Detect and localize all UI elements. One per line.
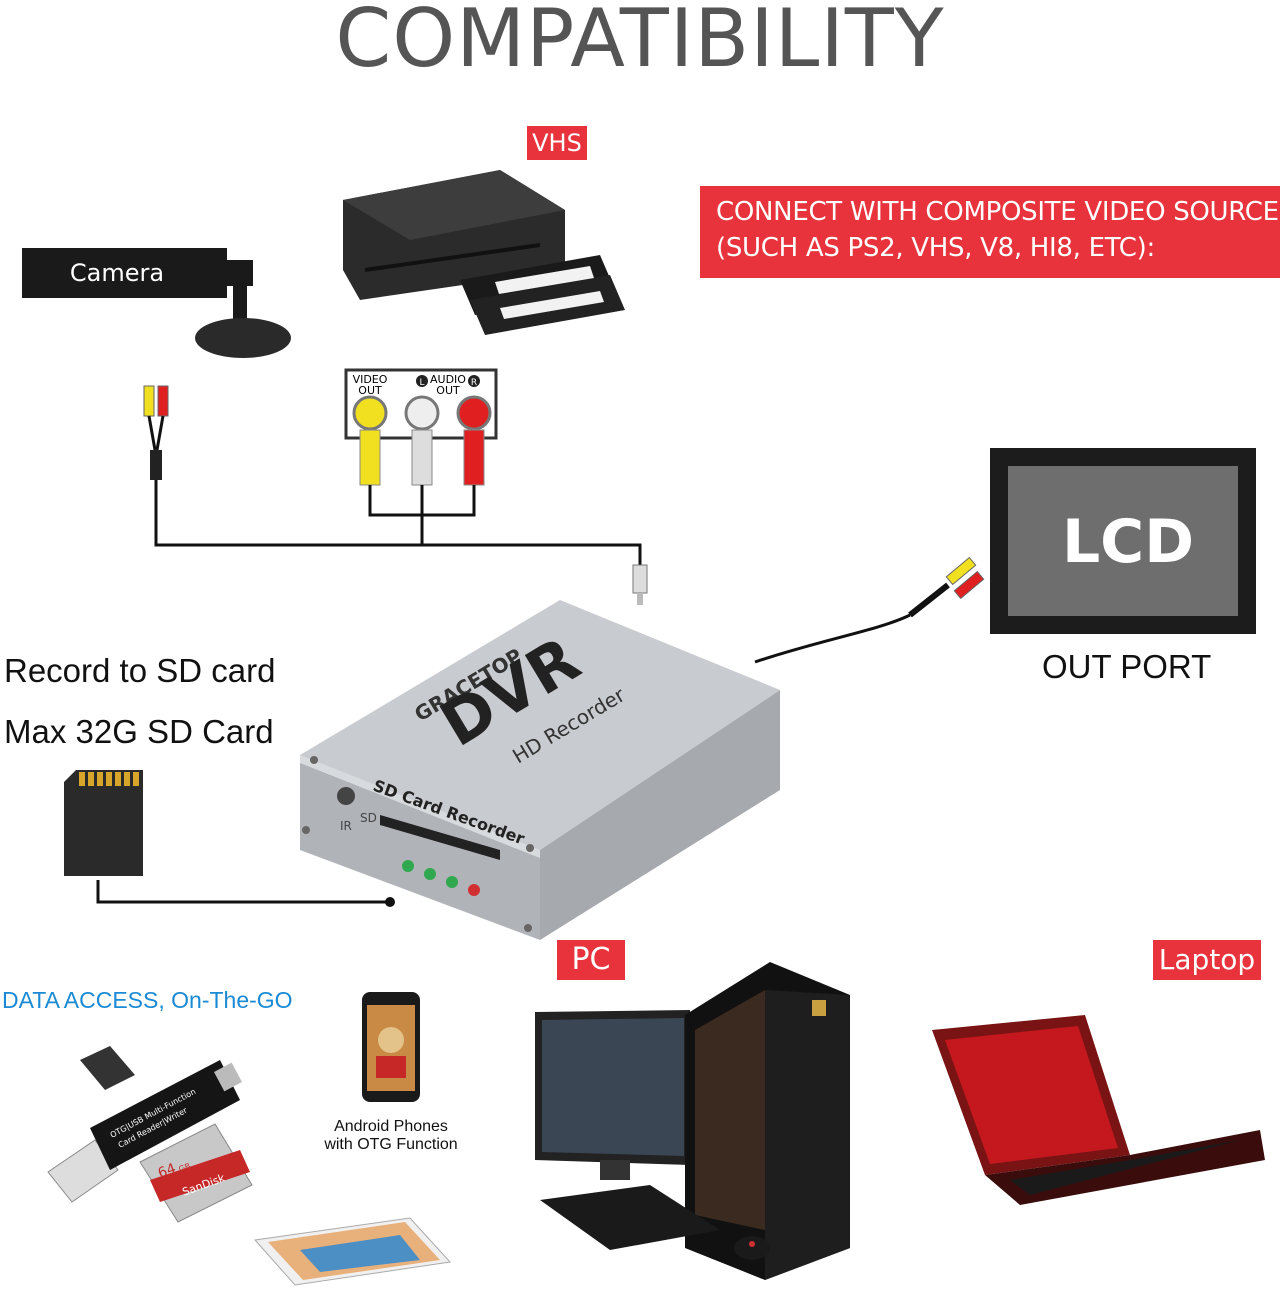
left-channel-label: L — [419, 378, 424, 388]
android-phone-icon — [362, 992, 420, 1102]
pc-icon — [535, 962, 850, 1280]
dvr-device-icon: GRACETOP DVR HD Recorder SD Card Recorde… — [300, 600, 780, 940]
record-to-sd-label: Record to SD card — [4, 652, 276, 689]
camera-label: Camera — [70, 259, 164, 287]
android-phones-caption: Android Phones with OTG Function — [300, 1118, 482, 1154]
laptop-icon — [932, 1015, 1265, 1205]
output-rca-cable — [754, 556, 985, 664]
card-unit-label: GB — [178, 1161, 192, 1173]
lcd-label: LCD — [1062, 507, 1194, 577]
vhs-tag: VHS — [527, 126, 587, 160]
video-out-label: VIDEO — [353, 373, 388, 386]
sd-label: SD — [360, 811, 377, 825]
right-channel-label: R — [471, 378, 477, 388]
camera-rca-cable — [143, 385, 648, 605]
card-size-label: 64 — [156, 1161, 178, 1182]
pc-tag: PC — [557, 940, 625, 980]
data-access-label: DATA ACCESS, On-The-GO — [2, 987, 293, 1013]
connect-banner: CONNECT WITH COMPOSITE VIDEO SOURCE (SUC… — [700, 186, 1280, 278]
laptop-tag: Laptop — [1153, 940, 1261, 980]
banner-line-1: CONNECT WITH COMPOSITE VIDEO SOURCE — [716, 197, 1279, 227]
out-port-label: OUT PORT — [1042, 648, 1212, 685]
lcd-monitor-icon: LCD — [990, 448, 1256, 634]
sd-card-icon — [64, 770, 395, 907]
video-out-label-2: OUT — [358, 384, 382, 397]
av-jack-panel: VIDEO OUT AUDIO OUT L R — [344, 368, 498, 545]
camera-icon: Camera — [22, 248, 291, 358]
android-caption-line-1: Android Phones — [334, 1118, 448, 1135]
audio-out-label-2: OUT — [436, 384, 460, 397]
max-sd-label: Max 32G SD Card — [4, 713, 274, 750]
banner-line-2: (SUCH AS PS2, VHS, V8, HI8, ETC): — [716, 233, 1155, 263]
sd-slot — [380, 815, 500, 860]
page-title: COMPATIBILITY — [335, 0, 945, 85]
tablet-icon — [254, 1217, 452, 1286]
ir-label: IR — [340, 819, 352, 833]
card-reader-icon: OTG|USB Multi-Function Card Reader|Write… — [47, 1046, 253, 1223]
vhs-player-icon — [343, 170, 625, 335]
audio-out-label: AUDIO — [430, 373, 466, 386]
android-caption-line-2: with OTG Function — [324, 1136, 458, 1153]
